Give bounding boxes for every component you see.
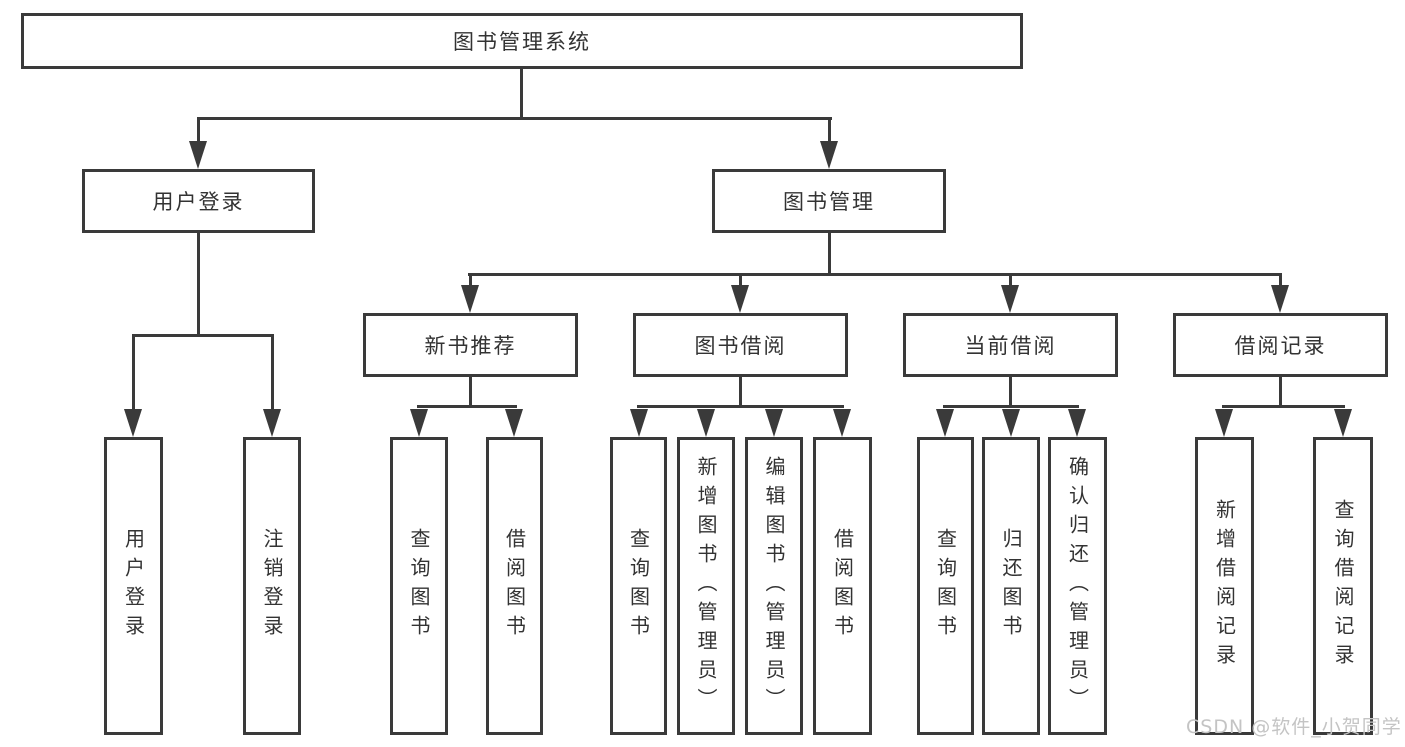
arrow-down-icon: [189, 141, 207, 169]
leaf-edit-book-admin: 编辑图书（管理员）: [745, 437, 803, 735]
node-borrowing-records: 借阅记录: [1173, 313, 1388, 377]
node-book-management: 图书管理: [712, 169, 946, 233]
connector-line: [520, 69, 523, 120]
arrow-down-icon: [936, 409, 954, 437]
arrow-down-icon: [124, 409, 142, 437]
leaf-return-books: 归还图书: [982, 437, 1040, 735]
node-current-borrowing-label: 当前借阅: [964, 334, 1057, 358]
node-current-borrowing: 当前借阅: [903, 313, 1118, 377]
node-book-borrowing-label: 图书借阅: [694, 334, 787, 358]
arrow-down-icon: [697, 409, 715, 437]
connector-line: [468, 273, 1282, 276]
connector-line: [1009, 273, 1012, 287]
connector-line: [943, 405, 1079, 408]
connector-line: [132, 334, 274, 337]
leaf-add-borrow-record-label: 新增借阅记录: [1212, 499, 1237, 673]
leaf-query-books-borrowing-label: 查询图书: [626, 528, 651, 644]
leaf-edit-book-admin-label: 编辑图书（管理员）: [762, 455, 786, 717]
leaf-query-borrow-record: 查询借阅记录: [1313, 437, 1373, 735]
connector-line: [739, 377, 742, 407]
leaf-confirm-return-admin-label: 确认归还（管理员）: [1065, 455, 1090, 717]
arrow-down-icon: [1002, 409, 1020, 437]
leaf-add-book-admin: 新增图书（管理员）: [677, 437, 735, 735]
leaf-borrow-books-recommend: 借阅图书: [486, 437, 543, 735]
connector-line: [1222, 405, 1345, 408]
connector-line: [828, 117, 831, 145]
node-borrowing-records-label: 借阅记录: [1234, 334, 1327, 358]
connector-line: [469, 377, 472, 407]
leaf-query-books-recommend-label: 查询图书: [407, 528, 431, 644]
arrow-down-icon: [263, 409, 281, 437]
arrow-down-icon: [1271, 285, 1289, 313]
leaf-confirm-return-admin: 确认归还（管理员）: [1048, 437, 1107, 735]
connector-line: [1009, 377, 1012, 407]
leaf-query-books-borrowing: 查询图书: [610, 437, 667, 735]
connector-line: [197, 117, 832, 120]
arrow-down-icon: [1001, 285, 1019, 313]
connector-line: [739, 273, 742, 287]
leaf-add-borrow-record: 新增借阅记录: [1195, 437, 1254, 735]
connector-line: [197, 233, 200, 337]
leaf-user-login: 用户登录: [104, 437, 163, 735]
arrow-down-icon: [731, 285, 749, 313]
arrow-down-icon: [1215, 409, 1233, 437]
connector-line: [1279, 377, 1282, 407]
leaf-return-books-label: 归还图书: [999, 528, 1023, 644]
arrow-down-icon: [820, 141, 838, 169]
leaf-add-book-admin-label: 新增图书（管理员）: [694, 455, 718, 717]
arrow-down-icon: [1334, 409, 1352, 437]
connector-line: [1279, 273, 1282, 287]
connector-line: [828, 233, 831, 276]
node-new-book-recommendation-label: 新书推荐: [424, 334, 517, 358]
leaf-query-books-current: 查询图书: [917, 437, 974, 735]
leaf-borrow-books-recommend-label: 借阅图书: [502, 528, 527, 644]
connector-line: [637, 405, 844, 408]
leaf-query-books-recommend: 查询图书: [390, 437, 448, 735]
arrow-down-icon: [765, 409, 783, 437]
arrow-down-icon: [1068, 409, 1086, 437]
arrow-down-icon: [630, 409, 648, 437]
leaf-logout-label: 注销登录: [260, 528, 284, 644]
arrow-down-icon: [505, 409, 523, 437]
connector-line: [132, 334, 135, 413]
leaf-borrow-books-borrowing-label: 借阅图书: [830, 528, 855, 644]
connector-line: [469, 273, 472, 287]
node-root-label: 图书管理系统: [453, 30, 591, 54]
node-root: 图书管理系统: [21, 13, 1023, 69]
node-book-management-label: 图书管理: [783, 190, 875, 214]
arrow-down-icon: [833, 409, 851, 437]
arrow-down-icon: [410, 409, 428, 437]
node-new-book-recommendation: 新书推荐: [363, 313, 578, 377]
leaf-query-borrow-record-label: 查询借阅记录: [1331, 499, 1355, 673]
connector-line: [271, 334, 274, 413]
leaf-query-books-current-label: 查询图书: [933, 528, 958, 644]
leaf-borrow-books-borrowing: 借阅图书: [813, 437, 872, 735]
leaf-user-login-label: 用户登录: [121, 528, 146, 644]
connector-line: [417, 405, 517, 408]
watermark: CSDN @软件_小贺同学: [1186, 716, 1402, 738]
arrow-down-icon: [461, 285, 479, 313]
leaf-logout: 注销登录: [243, 437, 301, 735]
node-book-borrowing: 图书借阅: [633, 313, 848, 377]
node-user-login: 用户登录: [82, 169, 315, 233]
connector-line: [197, 117, 200, 145]
node-user-login-label: 用户登录: [152, 190, 245, 214]
